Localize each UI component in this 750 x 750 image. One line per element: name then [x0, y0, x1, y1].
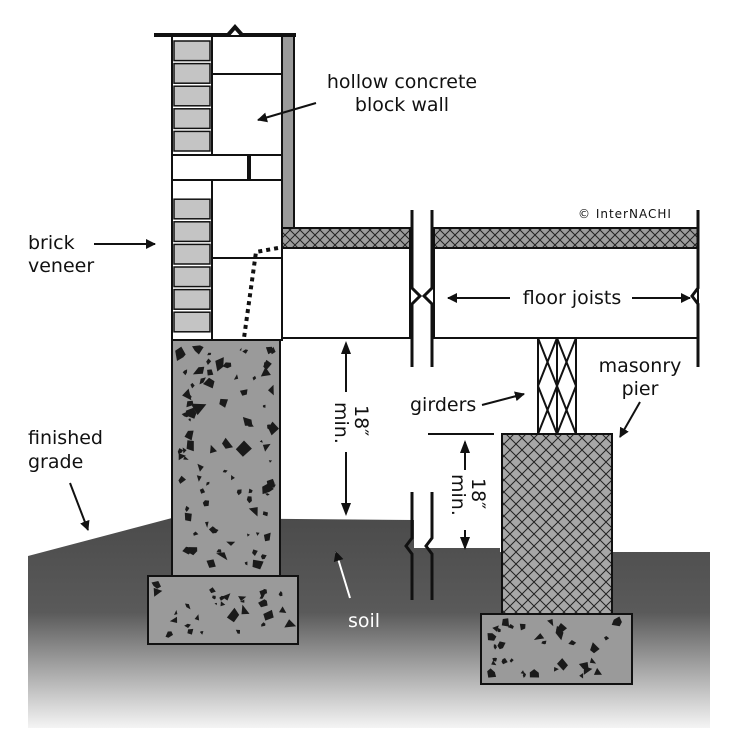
label-girders: girders: [410, 394, 476, 416]
brick-veneer: [171, 35, 213, 341]
label-grade: grade: [28, 451, 83, 473]
label-masonry: masonry: [599, 355, 682, 377]
hollow-block-wall: [171, 35, 283, 341]
label-finished: finished: [28, 427, 103, 449]
copyright-text: © InterNACHI: [578, 207, 672, 221]
dim-lower-value: 18″: [467, 478, 489, 509]
dimension-upper: 18″ min.: [330, 341, 378, 516]
dimension-lower: 18″ min.: [428, 433, 494, 550]
dim-upper-value: 18″: [350, 405, 372, 436]
wall-tie-dotted: [242, 246, 279, 339]
label-pier: pier: [622, 378, 659, 400]
label-veneer: veneer: [28, 255, 94, 277]
break-lines: [404, 210, 700, 600]
subfloor: [281, 227, 699, 249]
pier-footing-aggregate: [487, 616, 622, 679]
label-brick: brick: [28, 232, 75, 254]
left-footing: [147, 575, 299, 645]
callout-arrows: [69, 102, 691, 599]
foundation-wall: [171, 339, 281, 577]
girder: [536, 337, 578, 435]
concrete-aggregate: [151, 345, 297, 638]
label-hollow-concrete-1: hollow concrete: [327, 71, 477, 93]
masonry-pier: [501, 433, 613, 615]
dim-lower-unit: min.: [447, 474, 469, 516]
sheathing-strip: [281, 35, 295, 229]
label-hollow-concrete-2: block wall: [355, 94, 449, 116]
floor-joist: [281, 247, 699, 339]
label-floor-joists: floor joists: [523, 287, 622, 309]
label-soil: soil: [348, 610, 380, 632]
wall-top-break: [154, 23, 296, 37]
dim-upper-unit: min.: [330, 402, 352, 444]
